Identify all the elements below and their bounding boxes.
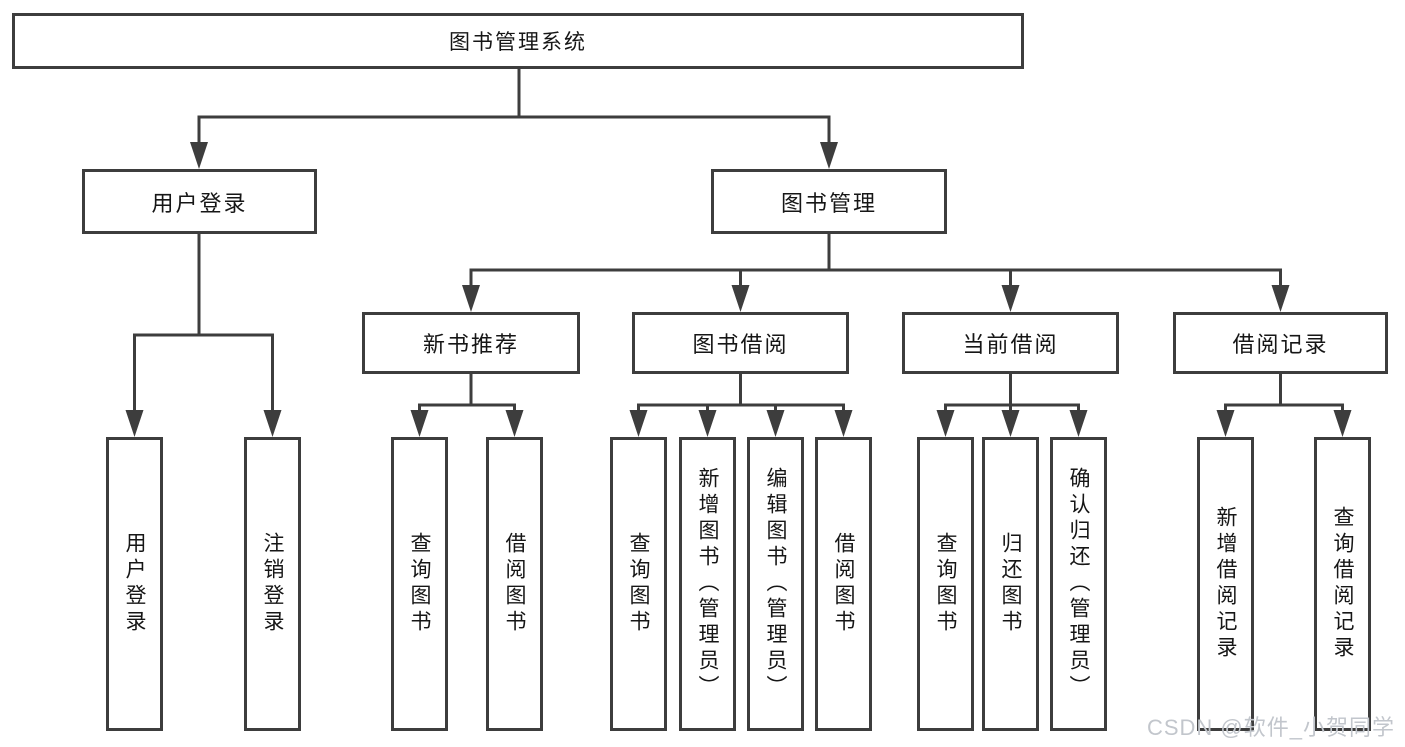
node-leaf-add-books-admin: 新增图书（管理员） bbox=[679, 437, 736, 731]
node-borrow-records: 借阅记录 bbox=[1173, 312, 1388, 374]
node-leaf-borrow-books-recommend: 借阅图书 bbox=[486, 437, 543, 731]
node-leaf-borrow-books: 借阅图书 bbox=[815, 437, 872, 731]
node-book-borrow: 图书借阅 bbox=[632, 312, 849, 374]
node-user-login-module: 用户登录 bbox=[82, 169, 317, 234]
node-leaf-query-books-current: 查询图书 bbox=[917, 437, 974, 731]
node-leaf-query-books-recommend: 查询图书 bbox=[391, 437, 448, 731]
node-leaf-user-login: 用户登录 bbox=[106, 437, 163, 731]
node-new-book-recommend: 新书推荐 bbox=[362, 312, 580, 374]
node-leaf-confirm-return-admin: 确认归还（管理员） bbox=[1050, 437, 1107, 731]
watermark: CSDN @软件_小贺同学 bbox=[1146, 715, 1395, 740]
node-leaf-query-borrow-record: 查询借阅记录 bbox=[1314, 437, 1371, 731]
node-current-borrow: 当前借阅 bbox=[902, 312, 1119, 374]
node-library-management-system: 图书管理系统 bbox=[12, 13, 1024, 69]
node-leaf-query-books-borrow: 查询图书 bbox=[610, 437, 667, 731]
node-leaf-return-books: 归还图书 bbox=[982, 437, 1039, 731]
node-book-management-module: 图书管理 bbox=[711, 169, 947, 234]
node-leaf-edit-books-admin: 编辑图书（管理员） bbox=[747, 437, 804, 731]
node-leaf-add-borrow-record: 新增借阅记录 bbox=[1197, 437, 1254, 731]
node-leaf-logout: 注销登录 bbox=[244, 437, 301, 731]
